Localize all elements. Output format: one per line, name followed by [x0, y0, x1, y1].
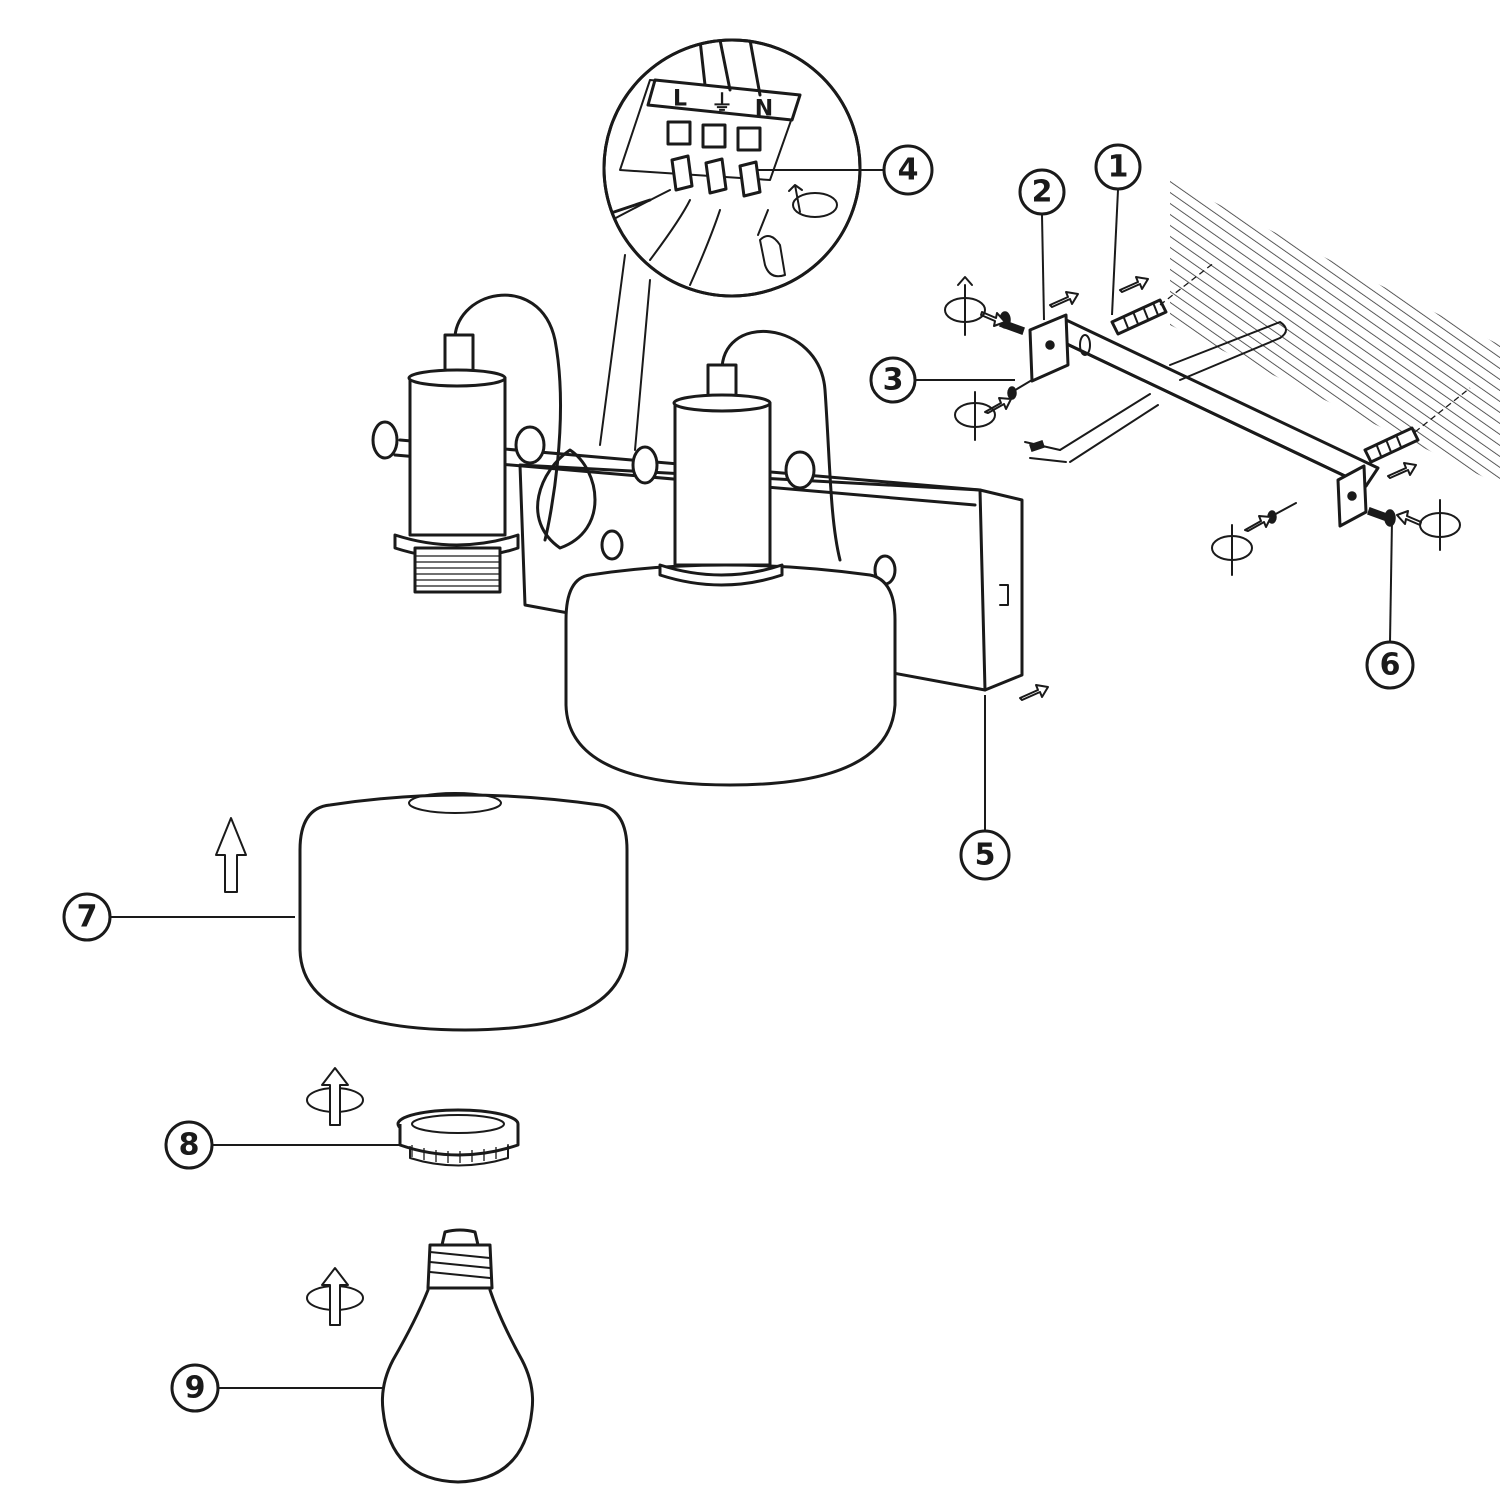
terminal-mark-earth: ⏚ [711, 92, 733, 117]
bracket-screw-left [999, 311, 1025, 335]
small-screw-left [1007, 379, 1033, 400]
callout-7: 7 [62, 892, 112, 942]
callout-1-label: 1 [1108, 150, 1129, 185]
wall-plug-lower [1363, 387, 1471, 464]
mounting-bracket [1028, 313, 1380, 528]
bracket-rods [1024, 321, 1287, 463]
wall-surface [1170, 180, 1500, 485]
terminal-mark-l: L [673, 87, 687, 112]
terminal-zoom: L ⏚ N [599, 38, 862, 451]
lamp-holder-left [371, 293, 562, 594]
lamp-holder-right-body [658, 393, 784, 587]
callout-9: 9 [170, 1363, 220, 1413]
callout-1: 1 [1094, 143, 1142, 191]
wall-plug-upper [1110, 261, 1216, 336]
callout-5: 5 [959, 829, 1011, 881]
callout-4: 4 [882, 144, 934, 196]
terminal-mark-n: N [755, 97, 773, 122]
callout-5-label: 5 [975, 838, 996, 873]
callout-8: 8 [164, 1120, 214, 1170]
callout-6-label: 6 [1380, 648, 1401, 683]
lamp-holder-right [536, 329, 897, 586]
mounting-bracket-assembly [944, 261, 1471, 701]
lift-shade-arrow-icon [215, 817, 247, 893]
callout-6: 6 [1365, 640, 1415, 690]
rotate-screwdriver-icon [788, 184, 838, 218]
rotate-ring-icon [306, 1067, 364, 1126]
callout-3: 3 [869, 356, 917, 404]
callout-4-label: 4 [898, 153, 919, 188]
rotate-screw-icon [944, 276, 1461, 576]
insert-arrow-icon [980, 276, 1422, 701]
light-bulb [381, 1228, 534, 1484]
callout-9-label: 9 [185, 1371, 206, 1406]
callout-2: 2 [1018, 168, 1066, 216]
leader-lines [110, 169, 1393, 1389]
callout-7-label: 7 [77, 900, 98, 935]
glass-shade [298, 792, 629, 1032]
callout-8-label: 8 [179, 1128, 200, 1163]
glass-shade-mounted [564, 563, 897, 787]
callout-3-label: 3 [883, 363, 904, 398]
shade-ring [396, 1108, 520, 1167]
small-screw-right [1267, 502, 1297, 524]
rotate-bulb-icon [306, 1267, 364, 1326]
callout-2-label: 2 [1032, 175, 1053, 210]
